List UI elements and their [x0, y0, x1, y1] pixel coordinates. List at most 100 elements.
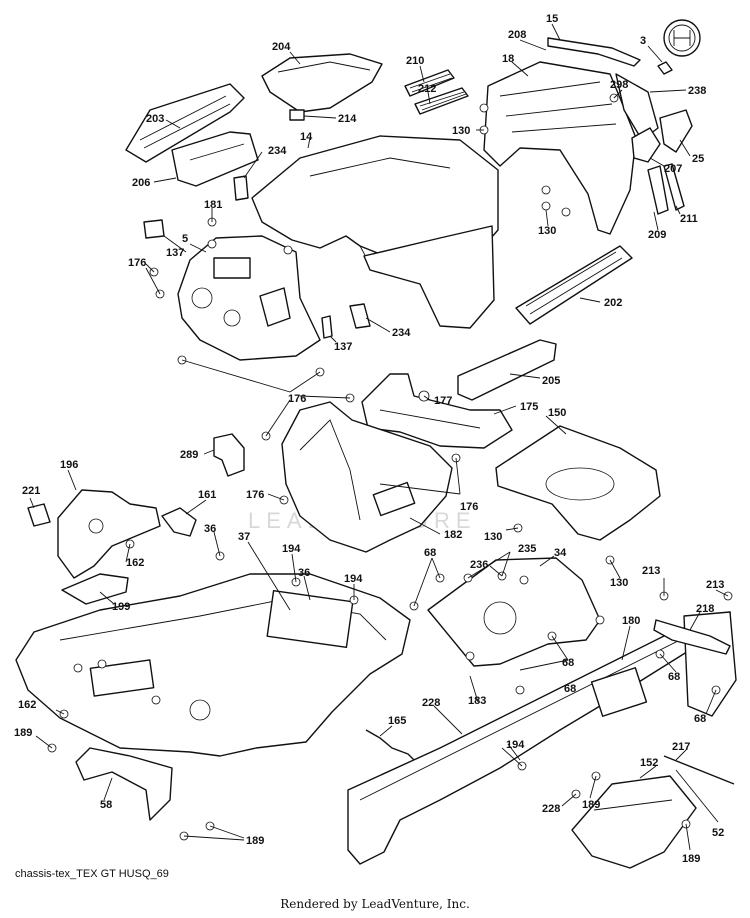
callout-label: 194 — [344, 573, 363, 585]
part-decal-221 — [27, 503, 51, 527]
callout-label: 189 — [246, 835, 264, 847]
part-dash-panel — [177, 235, 321, 361]
callout-label: 68 — [424, 547, 436, 559]
callout-label: 52 — [712, 827, 724, 839]
part-console-196 — [57, 489, 161, 579]
callout-label: 181 — [204, 199, 222, 211]
callout-labels: 15 3 204 210 208 18 212 298 238 203 214 … — [14, 13, 724, 865]
callout-label: 189 — [14, 727, 32, 739]
callout-label: 189 — [582, 799, 600, 811]
callout-label: 14 — [300, 131, 313, 143]
part-bracket — [171, 131, 259, 187]
callout-label: 228 — [422, 697, 440, 709]
leader-lines — [29, 23, 729, 851]
callout-label: 36 — [298, 567, 310, 579]
render-credit: Rendered by LeadVenture, Inc. — [280, 897, 470, 911]
callout-label: 213 — [642, 565, 660, 577]
part-grilles-209-211 — [647, 163, 685, 215]
callout-label: 130 — [610, 577, 628, 589]
part-decal-lower — [349, 303, 371, 329]
part-rod-165 — [365, 729, 415, 761]
callout-label: 3 — [640, 35, 646, 47]
callout-label: 234 — [268, 145, 287, 157]
part-front-grille — [125, 83, 245, 163]
part-grille-bar — [515, 245, 633, 325]
callout-label: 207 — [664, 163, 682, 175]
callout-label: 203 — [146, 113, 164, 125]
callout-label: 37 — [238, 531, 250, 543]
callout-label: 68 — [668, 671, 680, 683]
callout-label: 34 — [554, 547, 567, 559]
callout-label: 298 — [610, 79, 628, 91]
callout-label: 209 — [648, 229, 666, 241]
callout-label: 206 — [132, 177, 150, 189]
part-lens-161 — [161, 507, 197, 537]
part-side-trim-15 — [547, 37, 641, 67]
callout-label: 204 — [272, 41, 291, 53]
callout-label: 150 — [548, 407, 566, 419]
callout-label: 176 — [460, 501, 478, 513]
callout-label: 196 — [60, 459, 78, 471]
part-plate-34 — [427, 557, 601, 667]
diagram-id-label: chassis-tex_TEX GT HUSQ_69 — [15, 868, 169, 880]
callout-label: 177 — [434, 395, 452, 407]
part-lower-dash-panel — [281, 401, 453, 553]
callout-label: 182 — [444, 529, 462, 541]
callout-label: 175 — [520, 401, 538, 413]
callout-label: 238 — [688, 85, 706, 97]
callout-label: 194 — [282, 543, 301, 555]
part-bracket-218 — [653, 619, 731, 655]
callout-label: 218 — [696, 603, 714, 615]
part-hood — [251, 135, 499, 329]
callout-label: 68 — [562, 657, 574, 669]
part-cover-205 — [457, 339, 557, 401]
callout-label: 205 — [542, 375, 560, 387]
callout-label: 212 — [418, 83, 436, 95]
part-rear-fender — [495, 425, 661, 541]
callout-label: 176 — [288, 393, 306, 405]
part-mount-58 — [75, 747, 173, 821]
callout-label: 36 — [204, 523, 216, 535]
callout-label: 189 — [682, 853, 700, 865]
part-right-hood-panel — [483, 61, 637, 235]
callout-label: 221 — [22, 485, 40, 497]
part-lens-207 — [631, 127, 661, 163]
callout-label: 137 — [166, 247, 184, 259]
callout-label: 68 — [694, 713, 706, 725]
callout-label: 199 — [112, 601, 130, 613]
callout-label: 213 — [706, 579, 724, 591]
part-decal-upper — [233, 175, 249, 201]
callout-label: 162 — [18, 699, 36, 711]
callout-label: 208 — [508, 29, 526, 41]
callout-label: 210 — [406, 55, 424, 67]
callout-label: 130 — [538, 225, 556, 237]
callout-label: 152 — [640, 757, 658, 769]
callout-label: 165 — [388, 715, 406, 727]
part-rod-217 — [663, 755, 735, 785]
part-bracket-137 — [143, 219, 333, 339]
part-grille-upper — [404, 69, 455, 97]
part-footrest — [15, 573, 411, 757]
callout-label: 68 — [564, 683, 576, 695]
callout-label: 137 — [334, 341, 352, 353]
callout-label: 235 — [518, 543, 536, 555]
part-clip — [289, 109, 305, 121]
callout-label: 211 — [680, 213, 698, 225]
callout-label: 176 — [128, 257, 146, 269]
part-steering-support — [361, 373, 513, 449]
part-plate-199 — [61, 573, 129, 605]
callout-label: 176 — [246, 489, 264, 501]
callout-label: 25 — [692, 153, 704, 165]
part-bottom-shield — [571, 775, 697, 869]
callout-label: 236 — [470, 559, 488, 571]
part-grille-lower — [414, 87, 469, 115]
callout-label: 162 — [126, 557, 144, 569]
part-emblem — [657, 19, 701, 75]
callout-label: 228 — [542, 803, 560, 815]
callout-label: 130 — [452, 125, 470, 137]
callout-label: 217 — [672, 741, 690, 753]
callout-label: 58 — [100, 799, 112, 811]
part-bracket-289 — [213, 433, 245, 477]
callout-label: 289 — [180, 449, 198, 461]
